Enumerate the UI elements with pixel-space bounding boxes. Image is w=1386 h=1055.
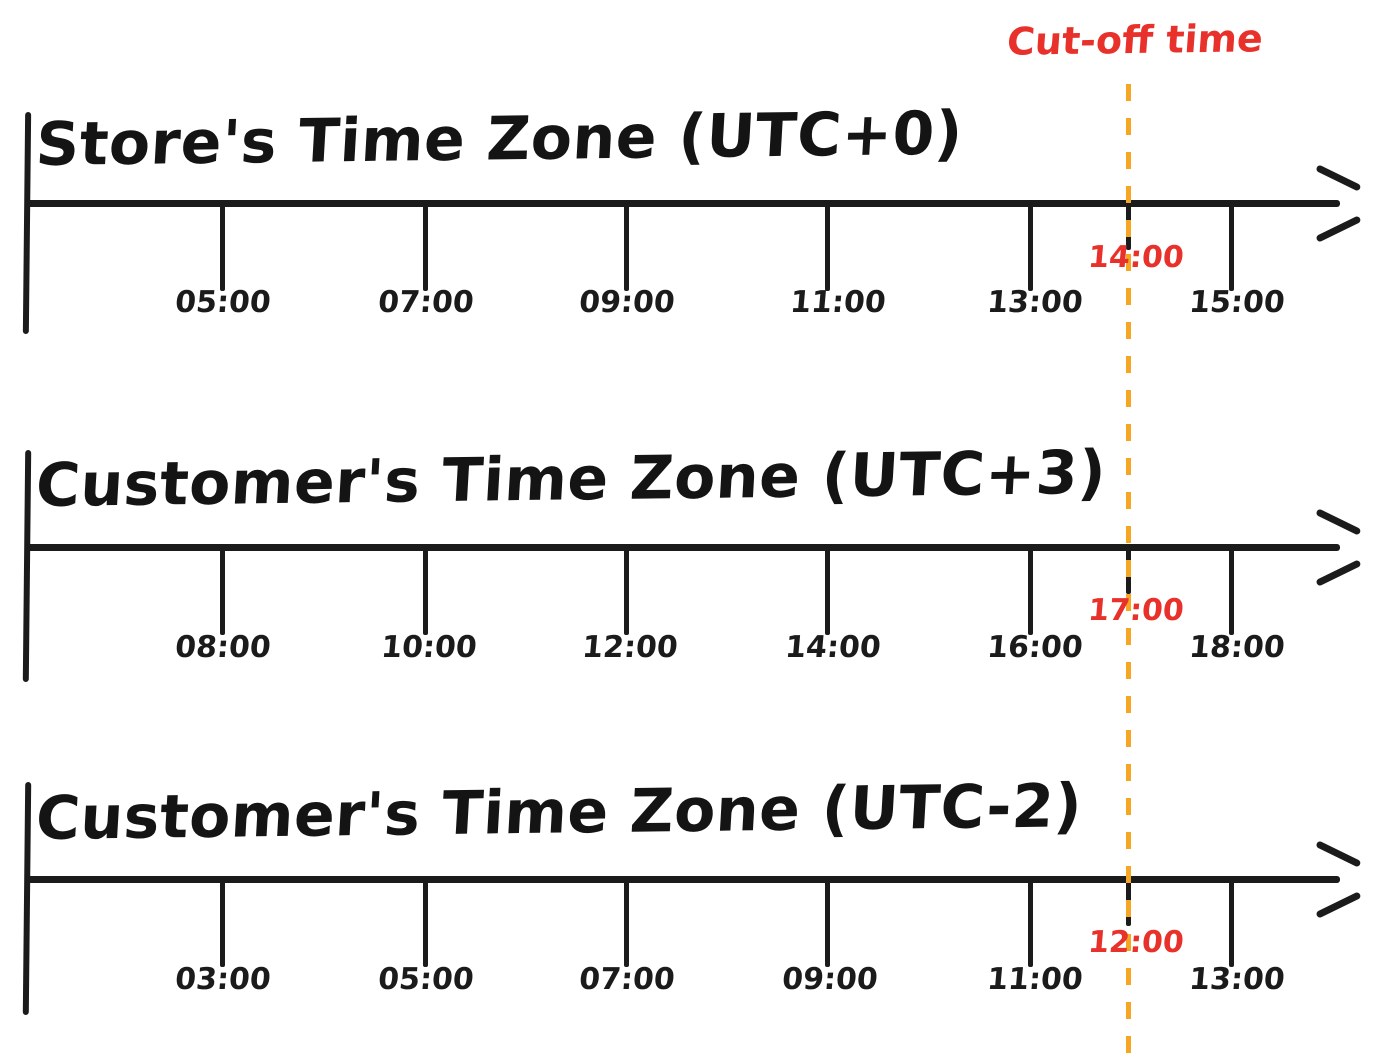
tick-mark: [624, 203, 629, 291]
tick-label: 11:00: [985, 962, 1085, 997]
tick-label: 09:00: [780, 962, 880, 997]
zone-title-1: Store's Time Zone (UTC+0): [34, 98, 965, 180]
axis-horizontal-line-1: [25, 200, 1340, 207]
zone-title-2: Customer's Time Zone (UTC+3): [34, 437, 1109, 521]
tick-mark: [1028, 547, 1033, 635]
axis-horizontal-line-3: [25, 876, 1340, 883]
axis-arrow-icon-1: [1312, 164, 1362, 243]
tick-label: 10:00: [379, 630, 479, 665]
axis-horizontal-line-2: [25, 544, 1340, 551]
tick-label: 13:00: [985, 285, 1085, 320]
tick-label: 08:00: [173, 630, 273, 665]
tick-mark: [825, 203, 830, 291]
tick-label: 07:00: [577, 962, 677, 997]
tick-label: 18:00: [1187, 630, 1287, 665]
tick-mark: [423, 879, 428, 967]
tick-mark: [825, 879, 830, 967]
axis-vertical-line-3: [22, 781, 32, 1016]
cutoff-caption: Cut-off time: [1005, 16, 1265, 64]
tick-mark: [1229, 879, 1234, 967]
axis-arrow-icon-2: [1312, 508, 1362, 587]
tick-mark: [1229, 203, 1234, 291]
tick-label: 03:00: [173, 962, 273, 997]
tick-label: 05:00: [173, 285, 273, 320]
tick-mark: [423, 547, 428, 635]
tick-mark: [423, 203, 428, 291]
tick-mark: [1028, 879, 1033, 967]
tick-mark: [220, 203, 225, 291]
tick-mark: [220, 879, 225, 967]
tick-mark: [825, 547, 830, 635]
tick-mark: [220, 547, 225, 635]
cutoff-dashed-line: [1126, 84, 1131, 1055]
tick-label: 14:00: [783, 630, 883, 665]
axis-vertical-line-1: [22, 111, 32, 335]
tick-label: 16:00: [985, 630, 1085, 665]
tick-mark: [1028, 203, 1033, 291]
zone-title-3: Customer's Time Zone (UTC-2): [34, 771, 1085, 854]
tick-label: 12:00: [580, 630, 680, 665]
tick-mark: [1229, 547, 1234, 635]
cutoff-time-label-1: 14:00: [1086, 240, 1186, 275]
cutoff-time-label-2: 17:00: [1086, 593, 1186, 628]
axis-vertical-line-2: [22, 449, 32, 683]
cutoff-time-label-3: 12:00: [1086, 925, 1186, 960]
tick-mark: [624, 879, 629, 967]
tick-label: 09:00: [577, 285, 677, 320]
tick-label: 11:00: [788, 285, 888, 320]
tick-label: 05:00: [376, 962, 476, 997]
axis-arrow-icon-3: [1312, 840, 1362, 919]
tick-mark: [624, 547, 629, 635]
tick-label: 13:00: [1187, 962, 1287, 997]
tick-label: 15:00: [1187, 285, 1287, 320]
tick-label: 07:00: [376, 285, 476, 320]
